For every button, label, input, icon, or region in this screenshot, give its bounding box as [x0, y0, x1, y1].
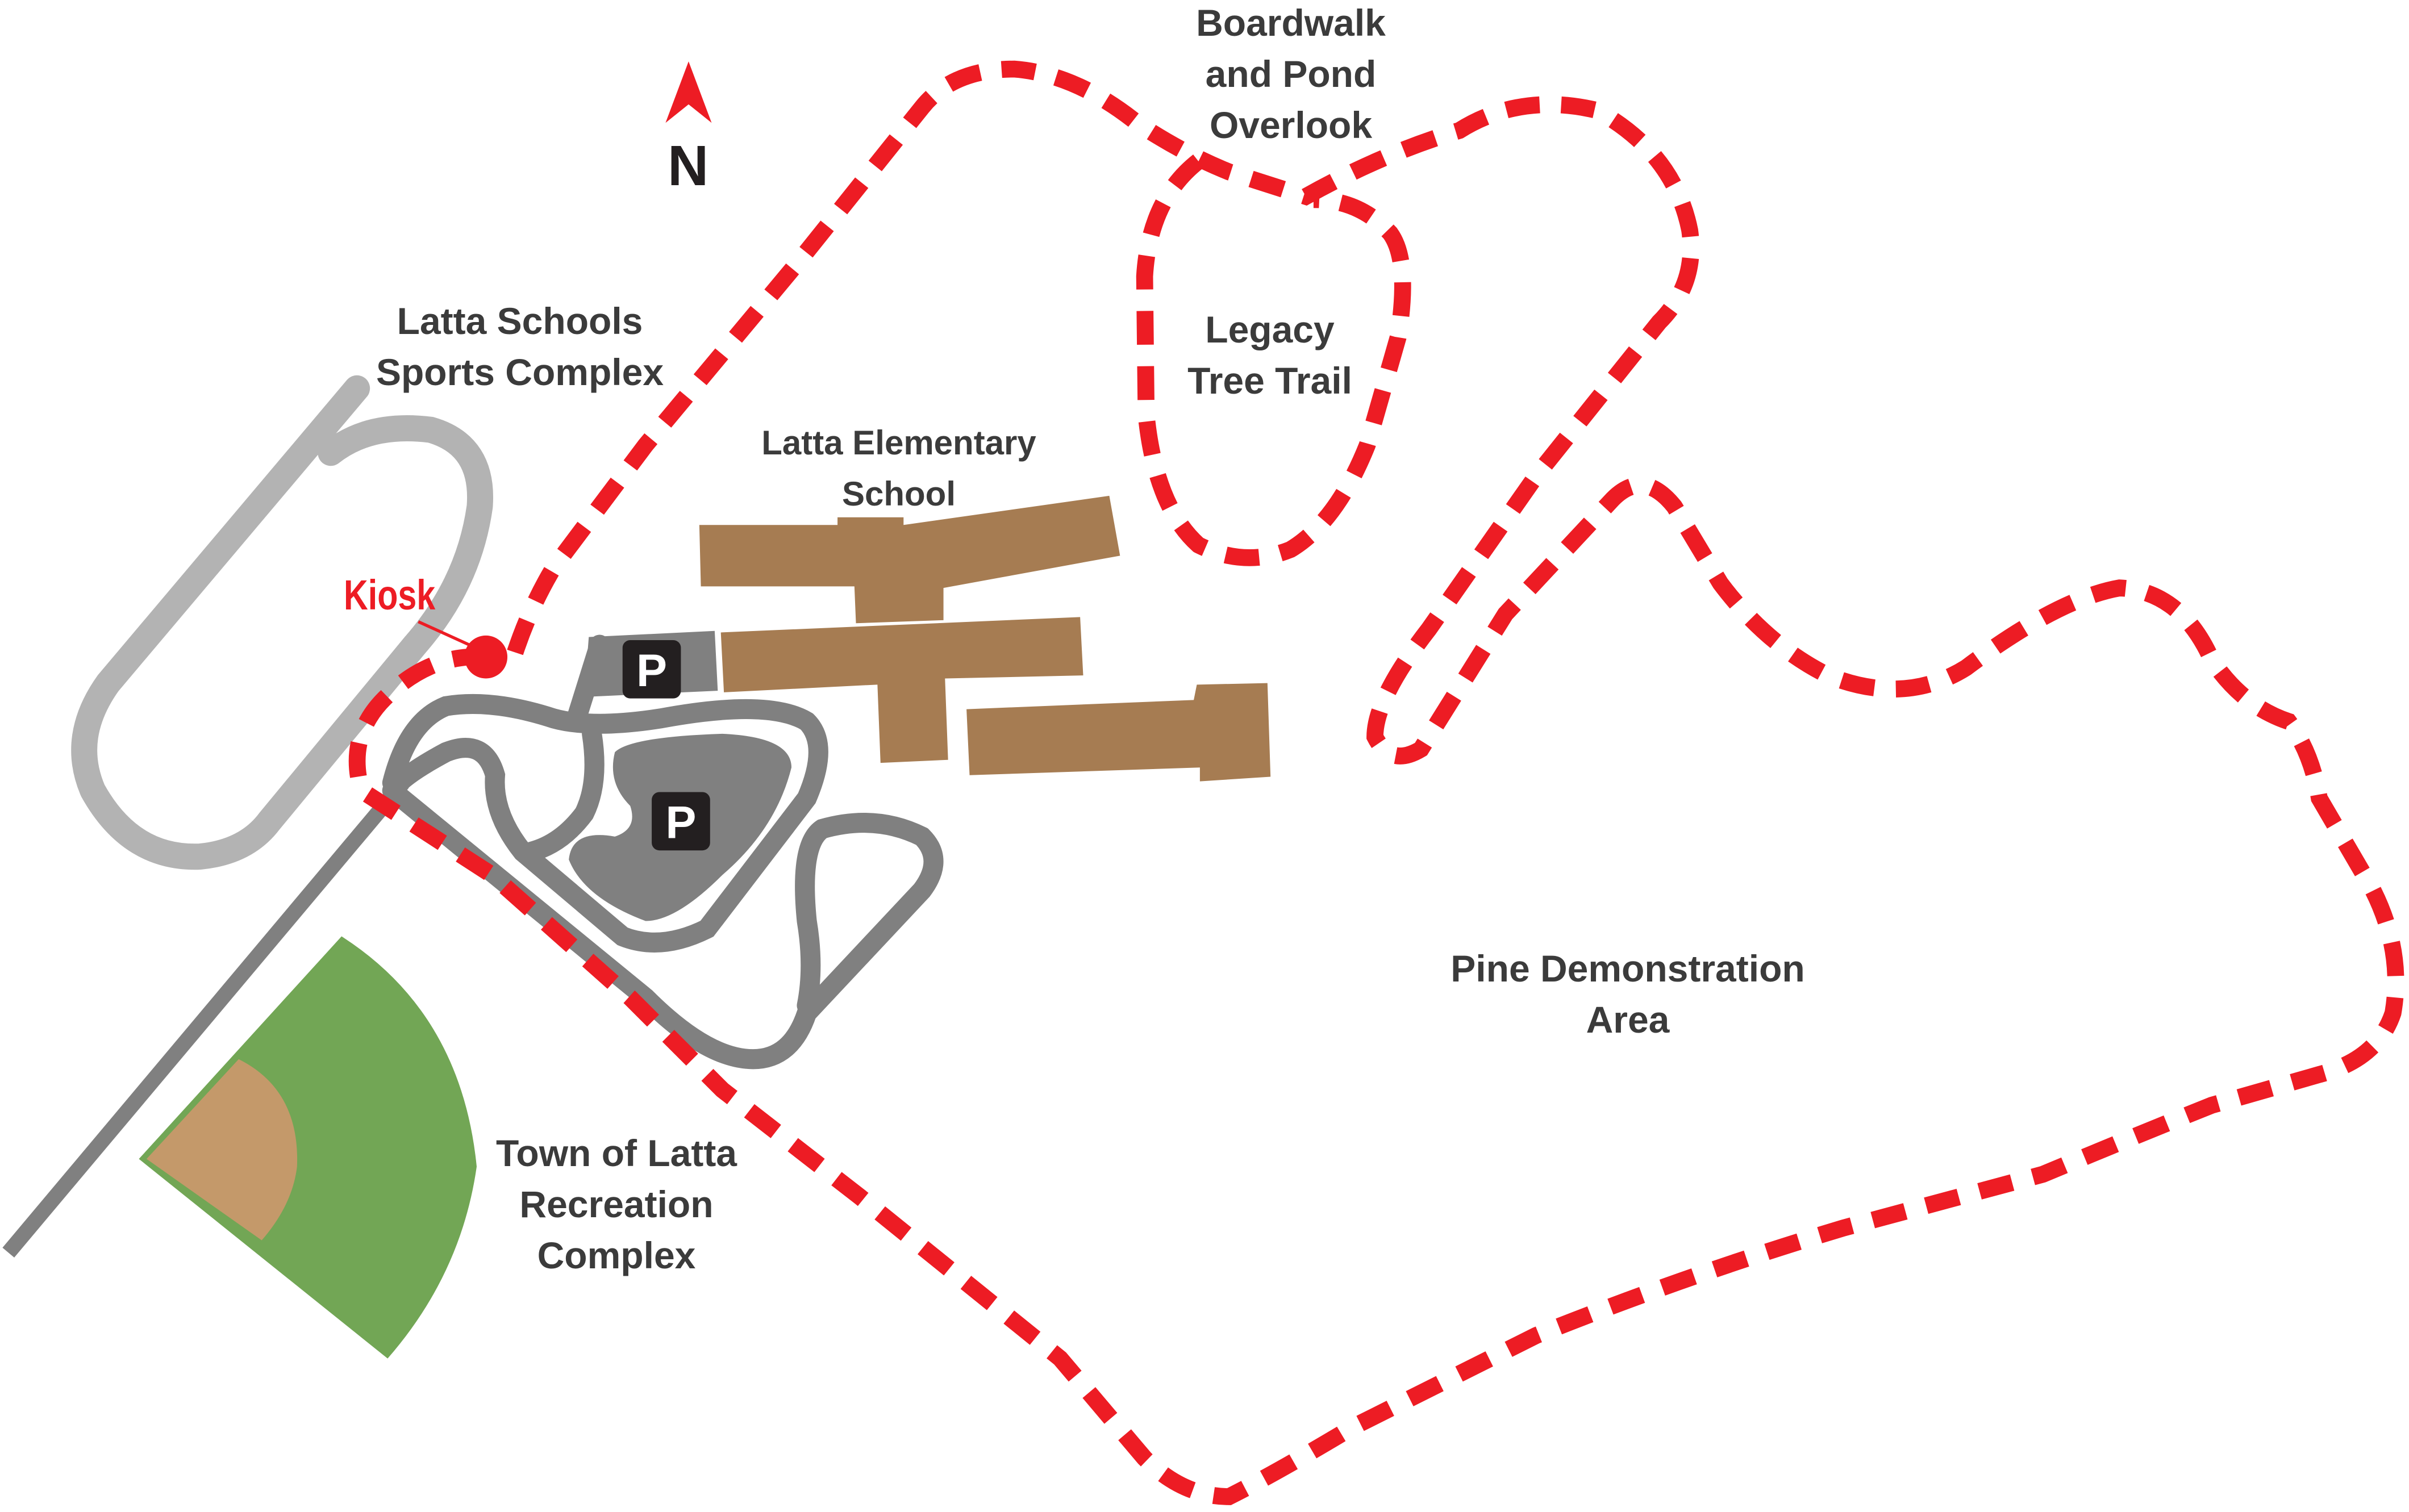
label-line: and Pond: [1205, 53, 1377, 95]
label-line: Boardwalk: [1196, 2, 1386, 44]
label-line: Complex: [537, 1234, 696, 1276]
kiosk-marker[interactable]: [418, 620, 508, 679]
label-line: Legacy: [1205, 308, 1335, 350]
parking-icon: P: [622, 640, 681, 699]
label-line: Pine Demonstration: [1451, 947, 1805, 989]
label-line: Town of Latta: [495, 1132, 737, 1174]
sports-complex-label: Latta Schools Sports Complex: [376, 295, 664, 398]
recreation-complex-label: Town of Latta Recreation Complex: [496, 1127, 737, 1281]
baseball-field: [139, 936, 477, 1359]
sports-track: [71, 375, 493, 870]
boardwalk-label: Boardwalk and Pond Overlook: [1196, 0, 1386, 151]
label-line: Recreation: [519, 1183, 714, 1225]
legacy-tree-trail-label: Legacy Tree Trail: [1187, 304, 1352, 406]
label-line: Area: [1586, 999, 1670, 1041]
north-label: N: [668, 134, 709, 198]
label-line: Tree Trail: [1187, 360, 1352, 402]
kiosk-label[interactable]: Kiosk: [344, 571, 436, 619]
legacy-tree-loop: [1136, 154, 1411, 566]
svg-text:P: P: [665, 797, 696, 849]
elementary-school-label: Latta Elementary School: [761, 417, 1036, 520]
main-trail-loop: [348, 60, 2404, 1505]
label-line: Latta Schools: [397, 300, 643, 342]
trail: [348, 60, 2404, 1505]
school-buildings: [699, 495, 1271, 782]
label-line: School: [841, 475, 956, 513]
pine-demonstration-label: Pine Demonstration Area: [1451, 943, 1804, 1045]
svg-text:P: P: [636, 645, 667, 696]
label-line: Latta Elementary: [761, 424, 1036, 462]
highway: [2, 778, 409, 1258]
baseball-infield: [146, 1059, 298, 1240]
label-line: Sports Complex: [376, 351, 664, 393]
parking-icon: P: [652, 792, 710, 851]
north-arrow-icon: [665, 61, 712, 123]
label-line: Overlook: [1209, 104, 1373, 146]
